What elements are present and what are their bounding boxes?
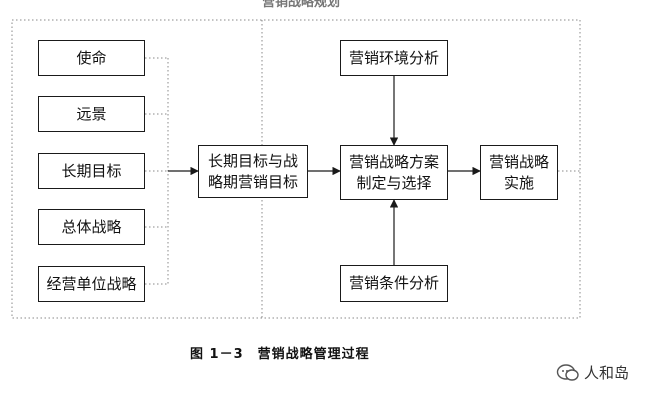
figure-title: 营销战略管理过程 xyxy=(257,347,370,362)
watermark: 人和岛 xyxy=(556,362,629,383)
box-strategy-implementation: 营销战略 实施 xyxy=(480,145,558,200)
figure-number: 图 1－3 xyxy=(190,347,244,362)
box-conditions-analysis-label: 营销条件分析 xyxy=(348,274,439,292)
box-overall-strategy-label: 总体战略 xyxy=(61,217,122,236)
box-mission-label: 使命 xyxy=(76,48,107,67)
box-overall-strategy: 总体战略 xyxy=(38,209,145,245)
center-line-1: 营销战略方案 xyxy=(348,152,439,171)
box-business-unit-strategy-label: 经营单位战略 xyxy=(46,274,137,293)
box-business-unit-strategy: 经营单位战略 xyxy=(38,266,145,302)
watermark-text: 人和岛 xyxy=(584,364,630,382)
middle-line-1: 长期目标与战 xyxy=(207,151,298,170)
box-environment-analysis: 营销环境分析 xyxy=(340,40,448,76)
outer-frame xyxy=(11,19,581,319)
box-environment-analysis-label: 营销环境分析 xyxy=(348,48,439,67)
middle-line-2: 略期营销目标 xyxy=(207,172,298,191)
box-long-term-and-marketing-goals: 长期目标与战 略期营销目标 xyxy=(198,145,308,198)
impl-line-1: 营销战略 xyxy=(488,152,549,171)
impl-line-2: 实施 xyxy=(503,173,534,192)
top-cut-title: 营销战略规划 xyxy=(262,0,341,10)
box-vision: 远景 xyxy=(38,96,145,132)
box-long-term-goals-label: 长期目标 xyxy=(61,161,122,180)
figure-caption: 图 1－3 营销战略管理过程 xyxy=(190,343,370,362)
center-line-2: 制定与选择 xyxy=(356,173,432,192)
box-long-term-goals: 长期目标 xyxy=(38,153,145,189)
box-strategy-formulation: 营销战略方案 制定与选择 xyxy=(340,145,448,200)
chat-bubble-icon xyxy=(556,363,579,381)
box-vision-label: 远景 xyxy=(76,104,107,123)
box-conditions-analysis: 营销条件分析 xyxy=(340,265,448,302)
box-mission: 使命 xyxy=(38,40,145,76)
